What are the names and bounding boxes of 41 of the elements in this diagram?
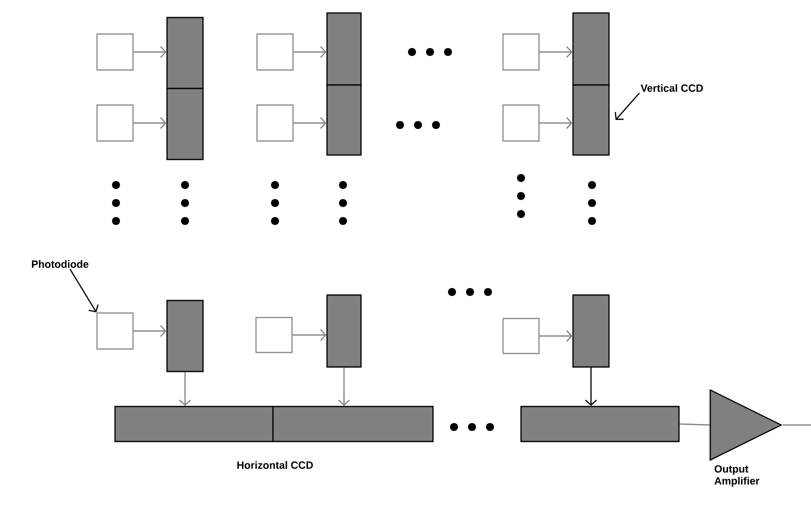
ccd-cell xyxy=(166,300,204,372)
ccd-cell xyxy=(520,406,680,442)
photodiode-box xyxy=(502,318,540,354)
ccd-cell xyxy=(572,294,610,368)
photodiode-box xyxy=(96,104,134,142)
photodiode-box xyxy=(256,33,294,71)
photodiode-box xyxy=(502,33,540,71)
arrow xyxy=(294,117,326,129)
ccd-cell xyxy=(572,12,610,86)
arrow xyxy=(134,325,166,337)
callout-label: Photodiode xyxy=(32,260,88,268)
callout-label: Vertical CCD xyxy=(640,84,703,92)
arrow xyxy=(134,46,166,58)
leader-line xyxy=(614,92,640,120)
arrow xyxy=(338,368,350,406)
arrow xyxy=(540,46,572,58)
connector-line xyxy=(782,424,811,426)
connector-line xyxy=(680,423,710,426)
ccd-cell xyxy=(166,88,204,160)
ccd-cell xyxy=(272,406,434,442)
arrow xyxy=(134,117,166,129)
arrow xyxy=(585,368,597,406)
photodiode-box xyxy=(96,33,134,71)
leader-line xyxy=(70,268,99,312)
ccd-cell xyxy=(166,16,204,90)
photodiode-box xyxy=(255,316,293,354)
register-label: Horizontal CCD xyxy=(237,461,313,469)
arrow xyxy=(294,46,326,58)
arrow xyxy=(179,372,191,406)
ccd-cell xyxy=(572,84,610,156)
ccd-cell xyxy=(326,84,362,156)
photodiode-box xyxy=(502,104,540,142)
ccd-cell xyxy=(114,406,274,442)
arrow xyxy=(540,117,572,129)
arrow xyxy=(540,330,572,342)
ccd-cell xyxy=(326,294,362,368)
ccd-cell xyxy=(326,12,362,86)
arrow xyxy=(292,329,326,341)
photodiode-box xyxy=(96,312,134,350)
node-caption: Output Amplifier xyxy=(714,465,760,487)
photodiode-box xyxy=(256,104,294,142)
